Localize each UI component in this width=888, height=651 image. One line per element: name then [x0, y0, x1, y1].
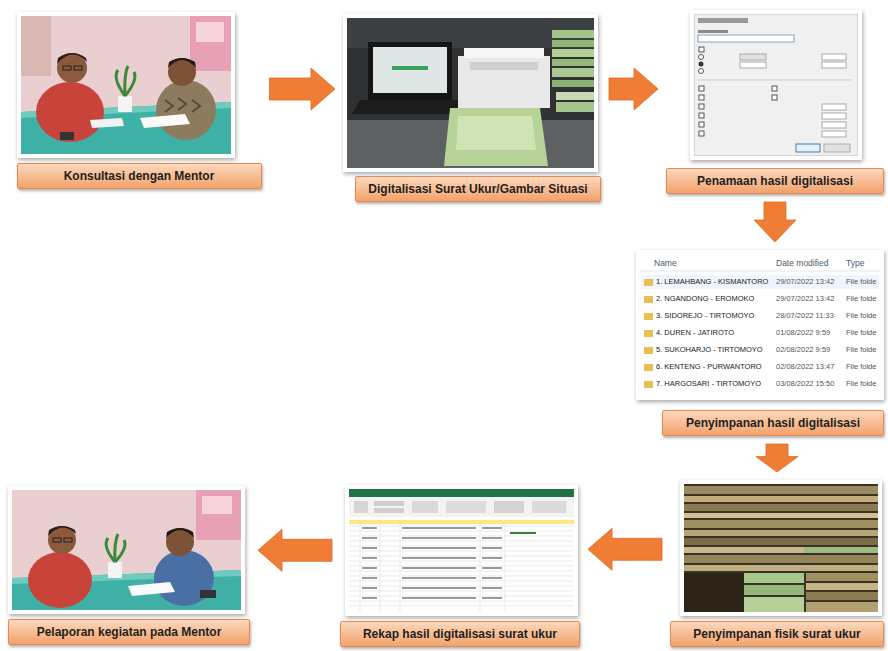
step-card: Penyimpanan fisik surat ukur: [670, 480, 884, 647]
folder-type: File folde: [846, 311, 876, 321]
scanning-photo: [343, 14, 598, 172]
folder-type: File folde: [846, 328, 876, 338]
folder-name: 6. KENTENG - PURWANTORO: [656, 362, 762, 372]
folder-type: File folde: [846, 379, 876, 389]
folder-name: 7. HARGOSARI - TIRTOMOYO: [656, 379, 761, 389]
folder-date: 01/08/2022 9:59: [776, 328, 830, 338]
folder-name: 2. NGANDONG - EROMOKO: [656, 294, 754, 304]
folder-type: File folde: [846, 294, 876, 304]
step-card: Pelaporan kegiatan pada Mentor: [8, 486, 250, 645]
consultation-photo: [17, 12, 235, 158]
step-label: Pelaporan kegiatan pada Mentor: [8, 619, 250, 645]
folder-date: 02/08/2022 13:47: [776, 362, 834, 372]
naming-dialog-screenshot: [690, 10, 862, 160]
folder-type: File folde: [846, 345, 876, 355]
folder-date: 29/07/2022 13:42: [776, 277, 834, 287]
column-header: Date modified: [776, 258, 828, 268]
folder-name: 4. DUREN - JATIROTO: [656, 328, 734, 338]
folder-type: File folde: [846, 362, 876, 372]
folder-date: 02/08/2022 9:59: [776, 345, 830, 355]
flow-arrow: [756, 444, 798, 472]
folder-date: 28/07/2022 11:33: [776, 311, 834, 321]
step-text: Rekap hasil digitalisasi surat ukur: [363, 626, 557, 642]
file-storage-photo: [680, 480, 882, 616]
step-label: Digitalisasi Surat Ukur/Gambar Situasi: [355, 176, 601, 202]
reporting-photo: [8, 486, 245, 614]
step-text: Digitalisasi Surat Ukur/Gambar Situasi: [368, 181, 587, 197]
step-text: Penyimpanan hasil digitalisasi: [686, 415, 860, 431]
step-card: Rekap hasil digitalisasi surat ukur: [340, 485, 580, 647]
flow-arrow: [258, 529, 332, 571]
folder-date: 29/07/2022 13:42: [776, 294, 834, 304]
step-card: Digitalisasi Surat Ukur/Gambar Situasi: [343, 14, 601, 202]
step-text: Pelaporan kegiatan pada Mentor: [37, 624, 222, 640]
explorer-screenshot: [636, 250, 884, 400]
folder-name: 3. SIDOREJO - TIRTOMOYO: [656, 311, 754, 321]
step-text: Konsultasi dengan Mentor: [64, 168, 215, 184]
folder-name: 5. SUKOHARJO - TIRTOMOYO: [656, 345, 763, 355]
step-label: Rekap hasil digitalisasi surat ukur: [340, 621, 580, 647]
step-card: Konsultasi dengan Mentor: [17, 12, 262, 189]
step-label: Penamaan hasil digitalisasi: [666, 168, 884, 194]
spreadsheet-screenshot: [345, 485, 578, 616]
step-label: Penyimpanan fisik surat ukur: [670, 621, 884, 647]
step-text: Penyimpanan fisik surat ukur: [693, 626, 860, 642]
column-header: Type: [846, 258, 864, 268]
step-label: Penyimpanan hasil digitalisasi: [662, 410, 884, 436]
step-card: Penamaan hasil digitalisasi: [666, 10, 884, 194]
flow-arrow: [609, 68, 658, 110]
flow-arrow: [588, 528, 662, 570]
folder-date: 03/08/2022 15:50: [776, 379, 834, 389]
step-label: Konsultasi dengan Mentor: [17, 163, 262, 189]
flow-arrow: [754, 202, 796, 242]
step-text: Penamaan hasil digitalisasi: [697, 173, 853, 189]
column-header: Name: [654, 258, 677, 268]
flow-arrow: [270, 68, 336, 110]
folder-type: File folde: [846, 277, 876, 287]
folder-name: 1. LEMAHBANG - KISMANTORO: [656, 277, 768, 287]
